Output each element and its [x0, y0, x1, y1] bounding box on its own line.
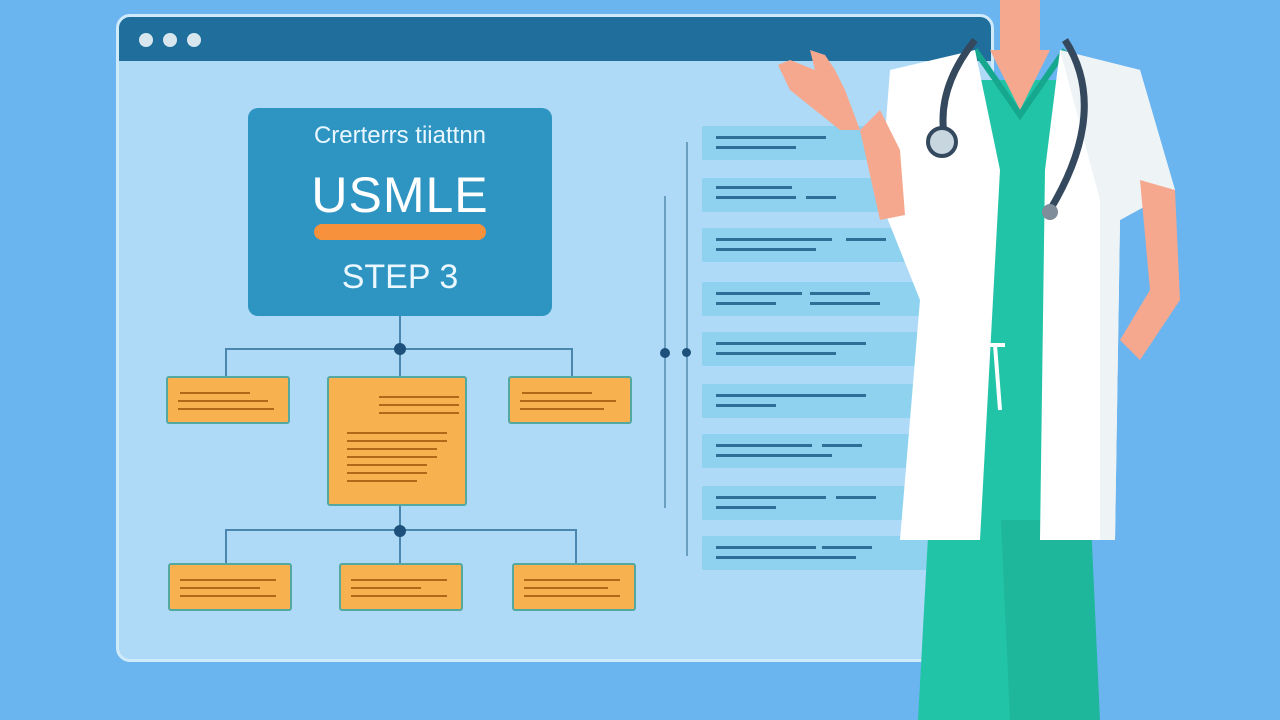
- window-dot-icon[interactable]: [139, 33, 153, 47]
- list-item[interactable]: [702, 384, 952, 418]
- connector: [399, 348, 401, 376]
- window-dot-icon[interactable]: [187, 33, 201, 47]
- connector: [571, 348, 573, 376]
- hero-title: USMLE: [311, 167, 489, 223]
- junction-dot: [682, 348, 691, 357]
- hero-accent-bar: [314, 224, 486, 240]
- connector: [399, 316, 401, 350]
- list-item[interactable]: [702, 332, 952, 366]
- window-titlebar: [119, 17, 991, 61]
- doctor-illustration: [778, 0, 1180, 720]
- flow-node[interactable]: [168, 563, 292, 611]
- hero-card: Crerterrs tiiattnn USMLE STEP 3: [248, 108, 552, 316]
- window-dot-icon[interactable]: [163, 33, 177, 47]
- connector: [399, 505, 401, 531]
- flow-node[interactable]: [512, 563, 636, 611]
- list-item[interactable]: [702, 282, 952, 316]
- flow-node[interactable]: [339, 563, 463, 611]
- connector: [399, 529, 401, 563]
- list-item[interactable]: [702, 536, 952, 570]
- junction-dot: [394, 343, 406, 355]
- connector: [225, 348, 227, 376]
- flow-node[interactable]: [508, 376, 632, 424]
- hero-subtitle: Crerterrs tiiattnn: [313, 122, 487, 149]
- junction-dot: [394, 525, 406, 537]
- hero-step: STEP 3: [341, 258, 459, 296]
- flow-node-main[interactable]: [327, 376, 467, 506]
- flow-node[interactable]: [166, 376, 290, 424]
- connector: [575, 529, 577, 563]
- junction-dot: [660, 348, 670, 358]
- connector: [225, 529, 227, 563]
